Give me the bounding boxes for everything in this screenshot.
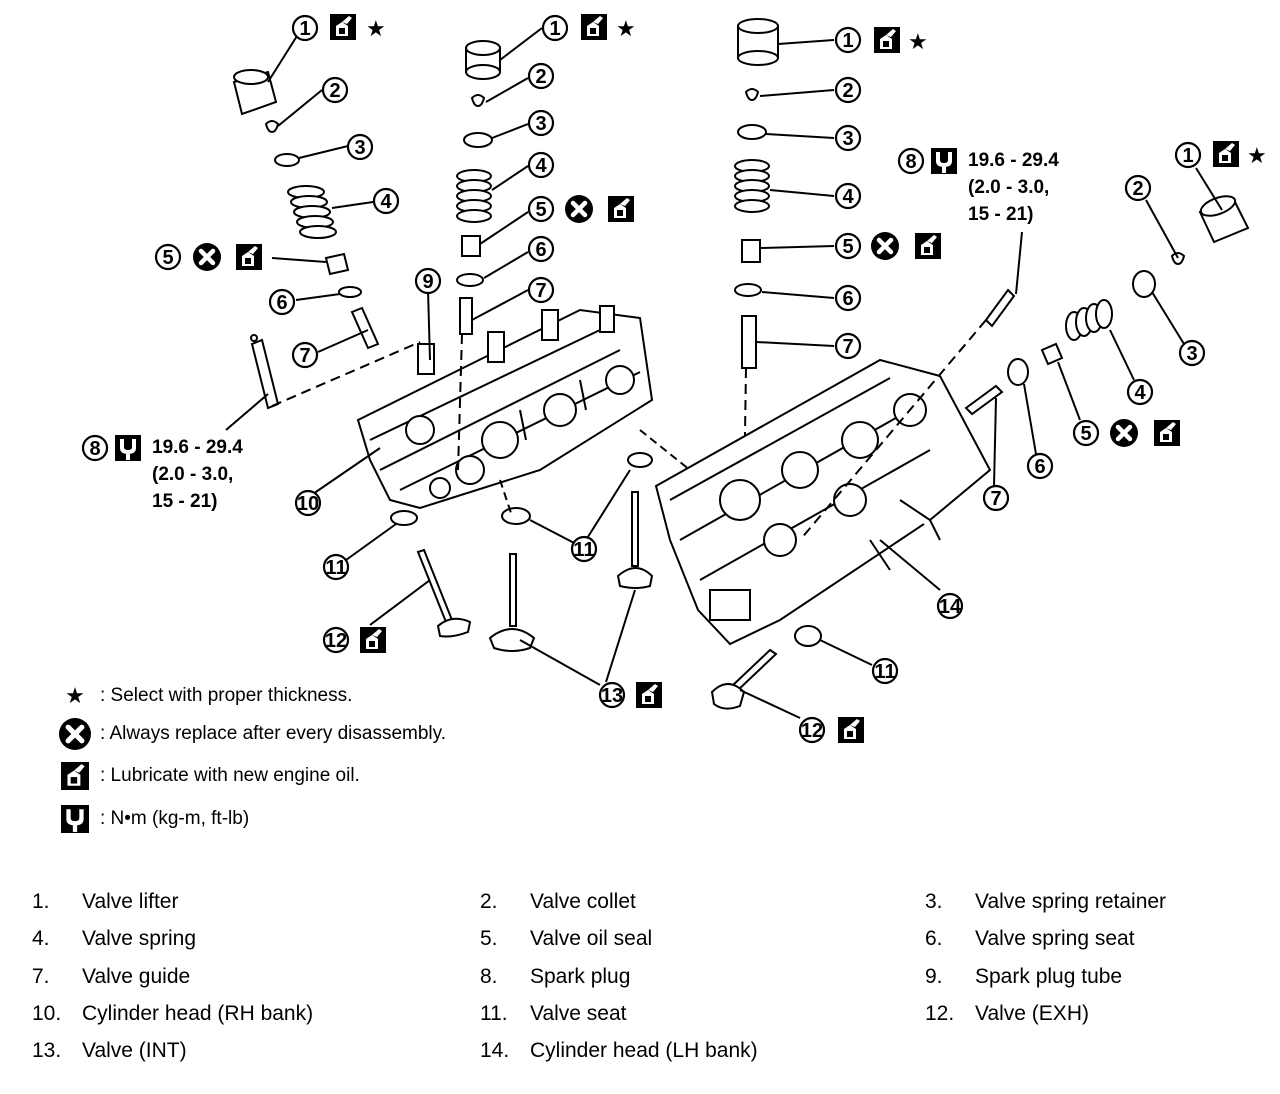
star-icon: ★ xyxy=(366,16,386,41)
torque-spec-line: 15 - 21) xyxy=(968,204,1034,225)
svg-text:4: 4 xyxy=(535,155,547,177)
cylinder-head-rh-bank xyxy=(309,305,654,510)
lh-bank-valve-stack-center xyxy=(734,18,835,501)
svg-text:11: 11 xyxy=(874,661,895,683)
circle-x-icon xyxy=(58,718,92,750)
svg-text:10: 10 xyxy=(297,493,319,515)
svg-text:3: 3 xyxy=(354,137,365,159)
svg-text:3: 3 xyxy=(1186,343,1197,365)
legend-text: : Select with proper thickness. xyxy=(100,685,353,706)
exploded-diagram: 1 2 3 4 5 6 7 9 8 10 11 12 1 2 3 4 5 6 7… xyxy=(81,14,1267,744)
svg-text:8: 8 xyxy=(89,438,100,460)
torque-spec-right: 19.6 - 29.4 (2.0 - 3.0, 15 - 21) xyxy=(968,147,1059,228)
star-icon: ★ xyxy=(1247,143,1267,168)
svg-text:4: 4 xyxy=(1134,382,1146,404)
lh-bank-valve-stack-right xyxy=(799,167,1250,541)
svg-text:9: 9 xyxy=(422,271,433,293)
svg-text:3: 3 xyxy=(842,128,853,150)
svg-text:4: 4 xyxy=(842,186,854,208)
star-icon: ★ xyxy=(65,683,85,708)
torque-spec-line: 19.6 - 29.4 xyxy=(968,150,1059,171)
svg-text:12: 12 xyxy=(801,720,823,742)
svg-text:1: 1 xyxy=(1182,145,1193,167)
legend-item-lubricate: : Lubricate with new engine oil. xyxy=(58,760,360,792)
torque-spec-left: 19.6 - 29.4 (2.0 - 3.0, 15 - 21) xyxy=(152,434,243,515)
svg-text:5: 5 xyxy=(162,247,173,269)
legend-text: : Always replace after every disassembly… xyxy=(100,723,447,744)
legend-text: : N•m (kg-m, ft-lb) xyxy=(100,808,250,829)
svg-text:1: 1 xyxy=(842,30,853,52)
star-icon: ★ xyxy=(616,16,636,41)
svg-text:7: 7 xyxy=(299,345,310,367)
torque-spec-line: 19.6 - 29.4 xyxy=(152,437,243,458)
svg-text:14: 14 xyxy=(939,596,962,618)
callout-bubbles: 1 2 3 4 5 6 7 9 8 10 11 12 1 2 3 4 5 6 7… xyxy=(81,14,1206,744)
svg-text:1: 1 xyxy=(299,18,310,40)
svg-text:6: 6 xyxy=(535,239,546,261)
svg-text:6: 6 xyxy=(276,292,287,314)
svg-text:3: 3 xyxy=(535,113,546,135)
svg-text:5: 5 xyxy=(1080,423,1091,445)
torque-spec-line: 15 - 21) xyxy=(152,491,218,512)
torque-wrench-icon xyxy=(58,803,92,835)
svg-text:6: 6 xyxy=(1034,456,1045,478)
svg-text:5: 5 xyxy=(842,236,853,258)
legend-item-replace: : Always replace after every disassembly… xyxy=(58,718,446,750)
svg-text:6: 6 xyxy=(842,288,853,310)
svg-text:7: 7 xyxy=(990,488,1001,510)
svg-text:2: 2 xyxy=(535,66,546,88)
svg-text:2: 2 xyxy=(329,80,340,102)
rh-bank-valve-stack-center xyxy=(345,27,691,686)
svg-text:1: 1 xyxy=(549,18,560,40)
svg-text:2: 2 xyxy=(1132,178,1143,200)
svg-text:2: 2 xyxy=(842,80,853,102)
svg-text:13: 13 xyxy=(601,685,623,707)
legend-text: : Lubricate with new engine oil. xyxy=(100,765,360,786)
rh-bank-valve-stack-left xyxy=(225,27,421,431)
svg-text:11: 11 xyxy=(573,539,594,561)
svg-text:4: 4 xyxy=(380,191,392,213)
torque-spec-line: (2.0 - 3.0, xyxy=(152,464,234,485)
svg-text:11: 11 xyxy=(325,557,346,579)
svg-text:8: 8 xyxy=(905,151,916,173)
cylinder-head-lh-bank xyxy=(654,358,992,719)
star-icon: ★ xyxy=(908,29,928,54)
diagram-symbols: ★ ★ ★ ★ xyxy=(115,14,1267,743)
svg-text:7: 7 xyxy=(535,280,546,302)
oil-can-icon xyxy=(58,760,92,792)
svg-text:7: 7 xyxy=(842,336,853,358)
svg-text:12: 12 xyxy=(325,630,347,652)
torque-spec-line: (2.0 - 3.0, xyxy=(968,177,1050,198)
legend-item-star: ★ : Select with proper thickness. xyxy=(58,680,352,712)
svg-text:5: 5 xyxy=(535,199,546,221)
legend-item-torque: : N•m (kg-m, ft-lb) xyxy=(58,803,249,835)
